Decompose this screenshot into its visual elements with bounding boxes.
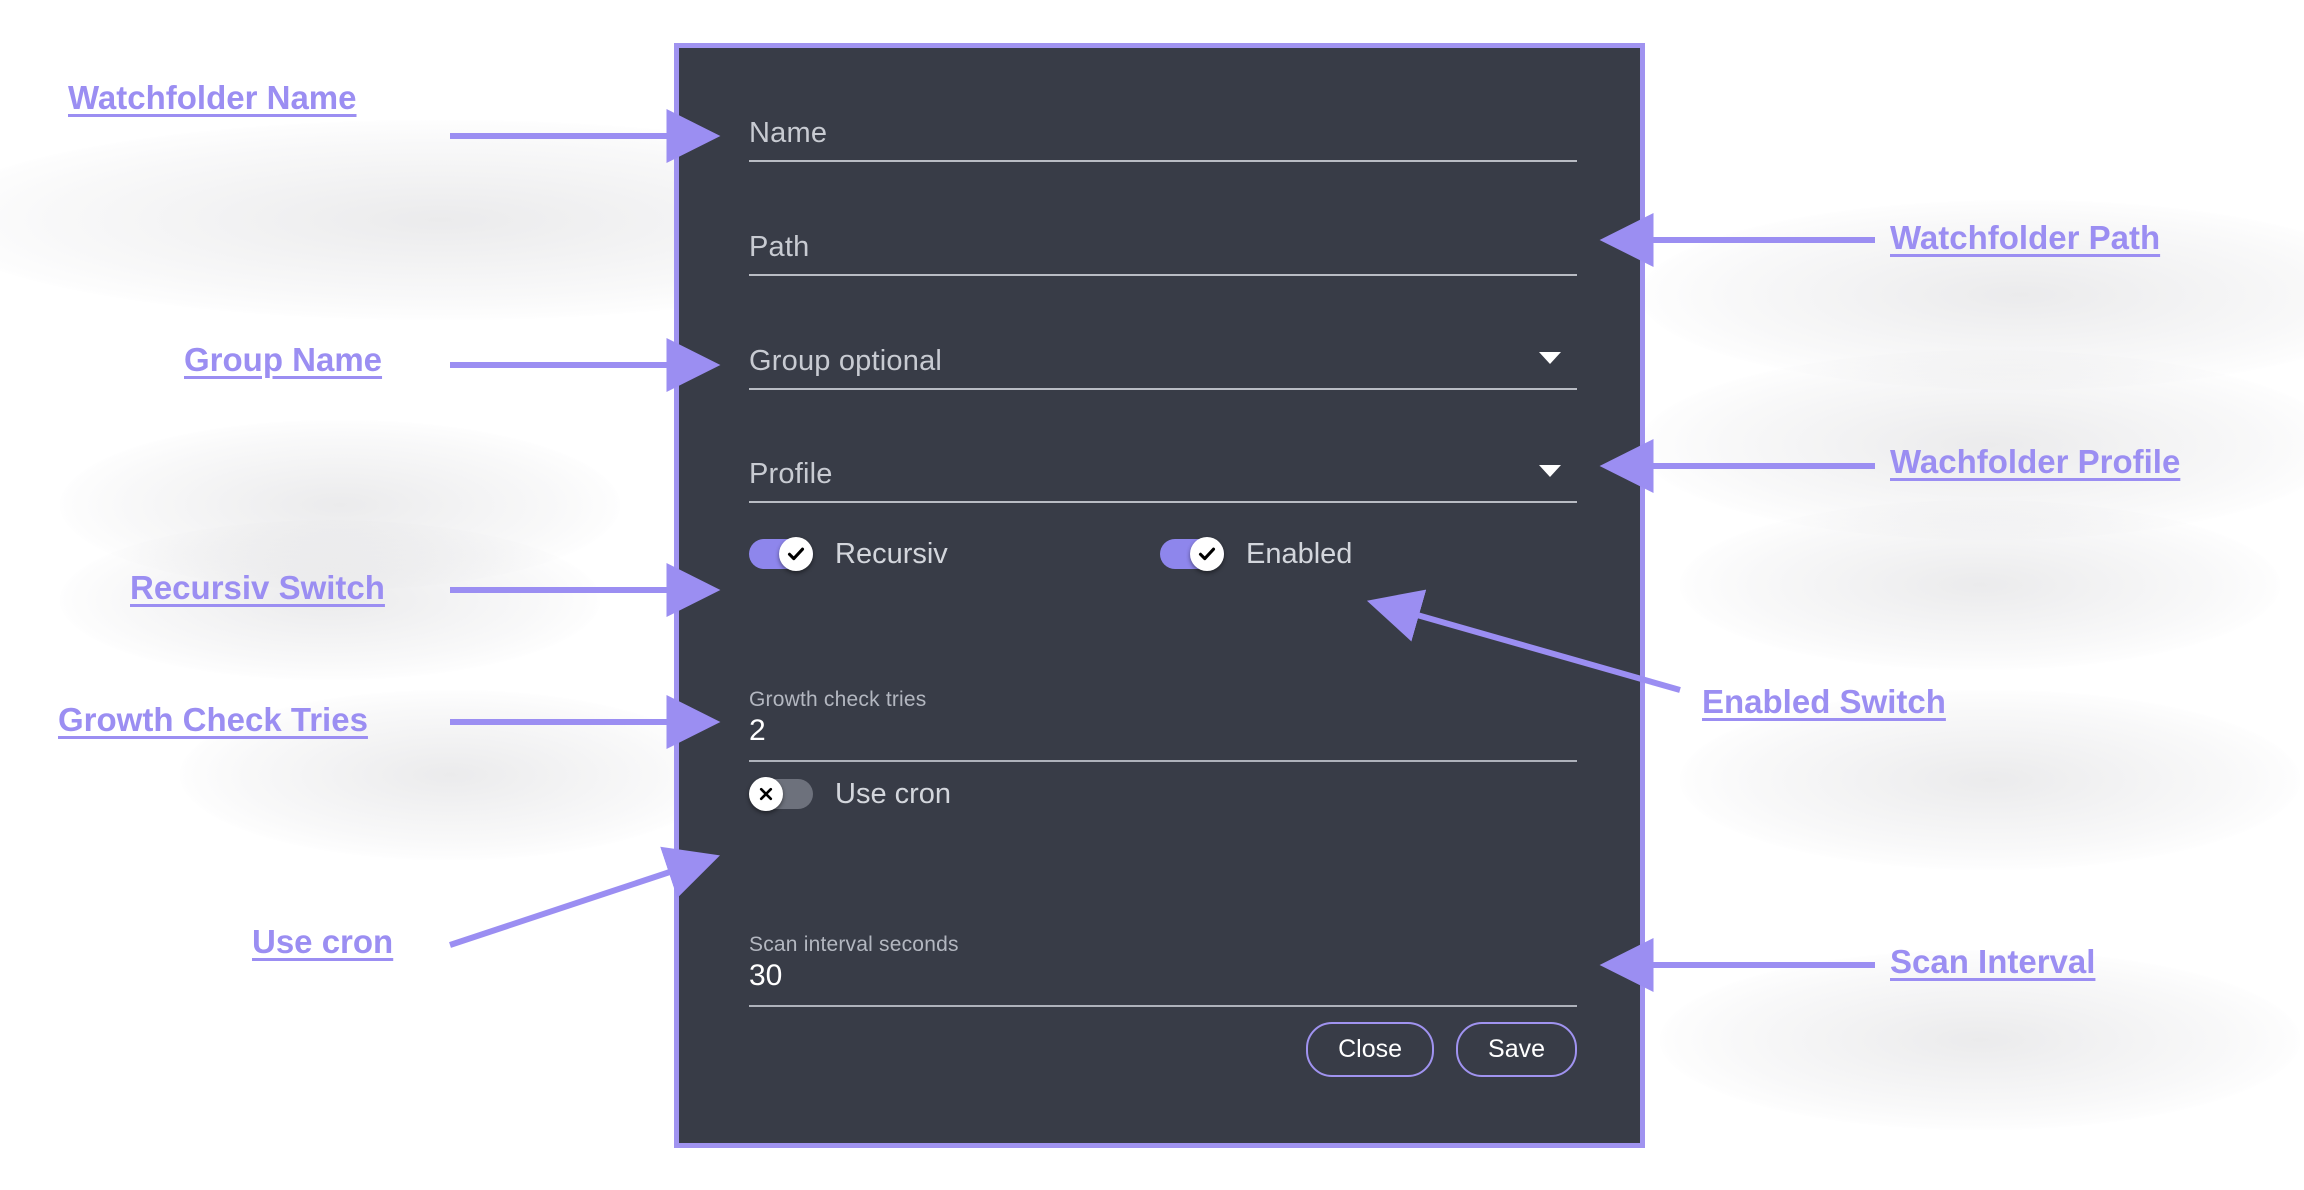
close-button[interactable]: Close <box>1306 1022 1435 1077</box>
annotation-group-name: Group Name <box>184 341 383 378</box>
annotation-recursiv-switch: Recursiv Switch <box>130 569 385 606</box>
switch-thumb <box>779 537 813 571</box>
use-cron-switch[interactable] <box>749 777 813 811</box>
enabled-switch-label: Enabled <box>1246 538 1353 570</box>
growth-check-tries-underline[interactable] <box>749 760 1577 762</box>
chevron-down-icon[interactable] <box>1539 465 1561 477</box>
scan-interval-underline[interactable] <box>749 1005 1577 1007</box>
check-icon <box>787 547 805 561</box>
profile-select-label: Profile <box>749 458 833 490</box>
annotation-watchfolder-path: Watchfolder Path <box>1890 219 2161 256</box>
use-cron-switch-label: Use cron <box>835 778 952 810</box>
enabled-switch[interactable] <box>1160 537 1224 571</box>
switch-thumb <box>1190 537 1224 571</box>
save-button[interactable]: Save <box>1456 1022 1577 1077</box>
path-field-group: Path <box>749 230 1577 276</box>
group-select-underline[interactable] <box>749 388 1577 390</box>
arrow-use-cron <box>449 846 720 948</box>
path-field-label: Path <box>749 231 810 263</box>
name-field-label: Name <box>749 117 828 149</box>
name-field-underline[interactable] <box>749 160 1577 162</box>
background-shadow <box>60 420 620 590</box>
scan-interval-value[interactable]: 30 <box>749 959 783 992</box>
growth-check-tries-label: Growth check tries <box>749 688 927 711</box>
enabled-switch-row[interactable]: Enabled <box>1160 537 1352 571</box>
scan-interval-label: Scan interval seconds <box>749 933 959 956</box>
watchfolder-dialog: Name Path Group optional Profile Recursi… <box>674 43 1645 1148</box>
recursiv-switch-row[interactable]: Recursiv <box>749 537 948 571</box>
profile-select-group[interactable]: Profile <box>749 457 1577 503</box>
profile-select-underline[interactable] <box>749 501 1577 503</box>
annotation-enabled-switch: Enabled Switch <box>1702 683 1946 720</box>
growth-check-tries-group: Growth check tries 2 <box>749 687 1577 762</box>
scan-interval-group: Scan interval seconds 30 <box>749 932 1577 1007</box>
annotation-scan-interval: Scan Interval <box>1890 943 2096 980</box>
recursiv-switch[interactable] <box>749 537 813 571</box>
name-field-group: Name <box>749 116 1577 162</box>
use-cron-switch-row[interactable]: Use cron <box>749 777 951 811</box>
background-shadow <box>1680 500 2280 670</box>
annotation-wachfolder-profile: Wachfolder Profile <box>1890 443 2181 480</box>
path-field-underline[interactable] <box>749 274 1577 276</box>
growth-check-tries-value[interactable]: 2 <box>749 714 766 747</box>
close-icon <box>759 787 773 801</box>
switch-thumb <box>749 777 783 811</box>
group-select-label: Group optional <box>749 345 943 377</box>
check-icon <box>1198 547 1216 561</box>
recursiv-switch-label: Recursiv <box>835 538 948 570</box>
chevron-down-icon[interactable] <box>1539 352 1561 364</box>
annotation-watchfolder-name: Watchfolder Name <box>68 79 357 116</box>
group-select-group[interactable]: Group optional <box>749 344 1577 390</box>
annotation-use-cron: Use cron <box>252 923 394 960</box>
dialog-actions: Close Save <box>749 1022 1577 1077</box>
annotation-growth-check-tries: Growth Check Tries <box>58 701 368 738</box>
